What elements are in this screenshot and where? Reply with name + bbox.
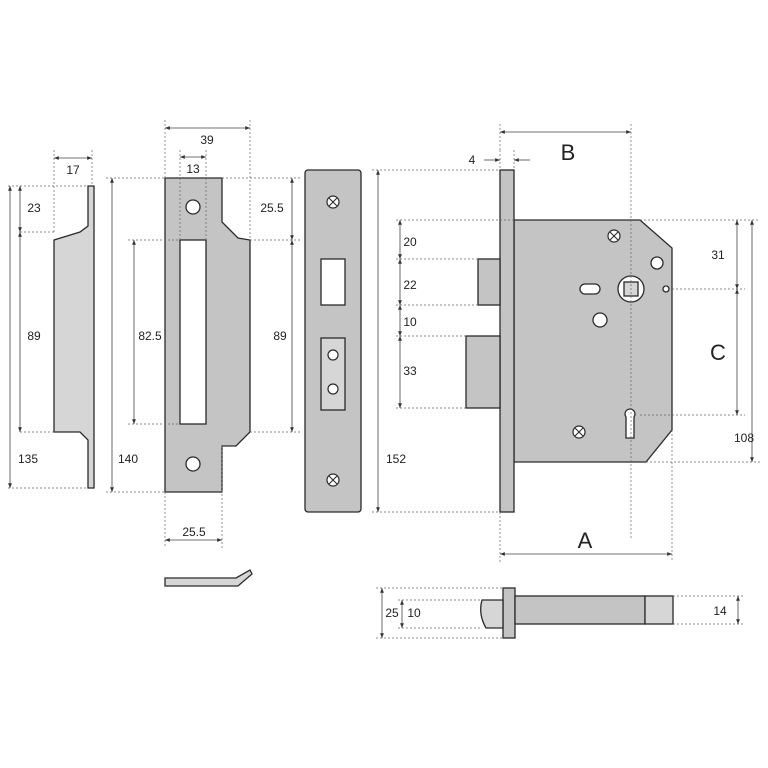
forend-plate-view <box>304 169 362 513</box>
latch-bolt <box>477 258 501 306</box>
strike-plate-face-view: 39 13 25.5 89 82.5 140 25.5 <box>106 120 300 587</box>
lock-case <box>513 219 673 463</box>
latch-height-label: 22 <box>403 278 417 292</box>
case-height-label: 108 <box>734 431 754 445</box>
case-slot-oval <box>579 283 601 295</box>
centres-letter: C <box>710 340 726 365</box>
case-hole-lower <box>592 312 608 328</box>
case-notch <box>662 285 670 293</box>
gap-label: 10 <box>403 315 417 329</box>
face-top-offset-label: 25.5 <box>260 201 284 215</box>
strike-plate-bottom-profile <box>164 569 253 587</box>
plan-case-end <box>644 595 674 625</box>
top-to-spindle-label: 31 <box>711 248 725 262</box>
latch-top-label: 20 <box>403 235 417 249</box>
face-width-label: 39 <box>200 133 214 147</box>
plan-right-label: 14 <box>713 604 727 618</box>
backset-letter: B <box>561 140 576 165</box>
face-overall-height-label: 140 <box>118 452 138 466</box>
case-depth-letter: A <box>578 528 593 553</box>
side-width-label: 17 <box>66 163 80 177</box>
plan-forend <box>502 587 516 639</box>
plan-overall-label: 25 <box>385 606 399 620</box>
plan-inner-label: 10 <box>407 606 421 620</box>
side-height-label: 135 <box>18 452 38 466</box>
face-opening-height-label: 82.5 <box>138 329 162 343</box>
deadbolt-height-label: 33 <box>403 364 417 378</box>
forend-thickness-label: 4 <box>469 153 476 167</box>
strike-plate-opening <box>179 239 207 425</box>
keyhole <box>624 408 636 439</box>
side-opening-label: 89 <box>27 329 41 343</box>
case-hole-right <box>650 256 664 270</box>
bolt-plan-view: 25 10 14 <box>376 587 745 639</box>
forend-latch-slot <box>320 258 346 306</box>
lock-body-view: 4 B 152 20 22 10 33 31 C 108 <box>372 124 760 562</box>
strike-plate-side-profile <box>53 185 95 489</box>
face-hole-spacing-label: 13 <box>186 162 200 176</box>
forend-height-label: 152 <box>386 452 406 466</box>
plan-case <box>514 595 646 625</box>
strike-plate-screw-hole-top <box>185 199 201 215</box>
forend-bolt-rivet-bottom <box>327 383 339 395</box>
forend-bolt-rivet-top <box>327 349 339 361</box>
strike-plate-face <box>164 177 251 493</box>
lock-forend-edge <box>499 169 515 513</box>
face-right-opening-label: 89 <box>273 329 287 343</box>
face-bottom-width-label: 25.5 <box>182 525 206 539</box>
strike-plate-side-view: 17 23 89 135 <box>8 150 95 489</box>
plan-latch-head <box>480 599 504 629</box>
side-top-label: 23 <box>27 201 41 215</box>
dead-bolt <box>465 335 501 409</box>
forend-deadbolt-slot <box>320 337 346 411</box>
strike-plate-screw-hole-bottom <box>185 456 201 472</box>
